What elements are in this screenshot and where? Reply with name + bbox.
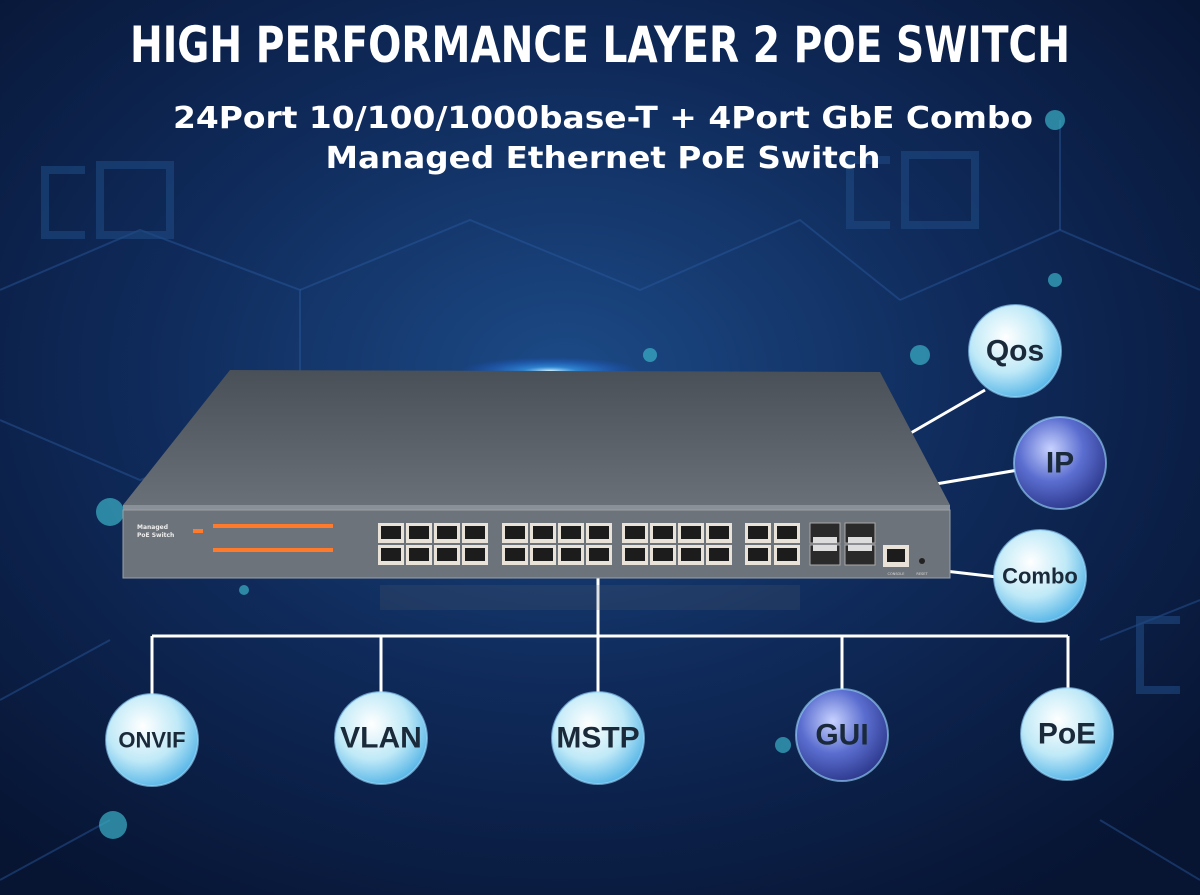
feature-bubble-mstp: MSTP	[551, 691, 645, 785]
device-label-line-1: Managed	[137, 524, 168, 531]
feature-label: GUI	[815, 719, 868, 752]
sfp-port[interactable]	[844, 544, 876, 566]
feature-bubble-poe: PoE	[1020, 687, 1114, 781]
reset-button[interactable]	[919, 558, 925, 564]
rj45-port[interactable]	[530, 523, 556, 543]
feature-bubble-gui: GUI	[795, 688, 889, 782]
rj45-port[interactable]	[745, 523, 771, 543]
switch-top-cover	[123, 370, 950, 505]
rj45-port[interactable]	[502, 545, 528, 565]
rj45-port[interactable]	[745, 545, 771, 565]
rj45-port[interactable]	[378, 545, 404, 565]
rj45-port[interactable]	[678, 523, 704, 543]
rj45-port[interactable]	[406, 523, 432, 543]
led-indicators	[193, 524, 333, 552]
feature-bubble-onvif: ONVIF	[105, 693, 199, 787]
feature-label: VLAN	[340, 722, 422, 755]
rj45-port[interactable]	[462, 545, 488, 565]
rj45-port[interactable]	[558, 523, 584, 543]
subtitle-line-1: 24Port 10/100/1000base-T + 4Port GbE Com…	[173, 101, 1033, 136]
network-nodes	[96, 110, 1065, 839]
subtitle-line-2: Managed Ethernet PoE Switch	[326, 141, 881, 176]
led-row	[213, 524, 333, 528]
rj45-port[interactable]	[530, 545, 556, 565]
rj45-port[interactable]	[558, 545, 584, 565]
feature-label: Combo	[1002, 564, 1078, 589]
feature-label: PoE	[1038, 718, 1096, 751]
rj45-port[interactable]	[434, 523, 460, 543]
rj45-port[interactable]	[406, 545, 432, 565]
rj45-port[interactable]	[774, 523, 800, 543]
sfp-port[interactable]	[809, 522, 841, 544]
rj45-port[interactable]	[622, 523, 648, 543]
rj45-port[interactable]	[622, 545, 648, 565]
feature-bubble-vlan: VLAN	[334, 691, 428, 785]
sys-led	[193, 529, 203, 533]
rj45-port[interactable]	[650, 523, 676, 543]
headline: HIGH PERFORMANCE LAYER 2 POE SWITCH	[130, 16, 1070, 74]
device-label-line-2: PoE Switch	[137, 532, 174, 539]
poe-switch-device: Managed PoE Switch CONSOLE RESET	[122, 370, 951, 610]
rj45-port[interactable]	[586, 523, 612, 543]
connector-lines	[150, 388, 1070, 697]
feature-label: IP	[1046, 447, 1074, 480]
rj45-port[interactable]	[774, 545, 800, 565]
reset-label: RESET	[916, 572, 928, 576]
led-row	[213, 548, 333, 552]
port-area	[378, 522, 909, 567]
feature-bubble-qos: Qos	[968, 304, 1062, 398]
sfp-port[interactable]	[809, 544, 841, 566]
rj45-port[interactable]	[706, 545, 732, 565]
rj45-port[interactable]	[678, 545, 704, 565]
feature-label: MSTP	[556, 722, 639, 755]
rj45-port[interactable]	[462, 523, 488, 543]
rj45-port[interactable]	[706, 523, 732, 543]
rj45-port[interactable]	[378, 523, 404, 543]
sfp-port[interactable]	[844, 522, 876, 544]
rj45-port[interactable]	[586, 545, 612, 565]
feature-bubble-combo: Combo	[993, 529, 1087, 623]
switch-front-panel	[122, 509, 951, 579]
reflection	[380, 585, 800, 610]
console-label: CONSOLE	[888, 572, 905, 576]
console-port[interactable]	[883, 545, 909, 567]
lock-watermark-icons	[41, 151, 1180, 694]
feature-label: ONVIF	[118, 728, 185, 753]
hexagon-pattern	[0, 120, 1200, 881]
feature-bubble-ip: IP	[1013, 416, 1107, 510]
feature-label: Qos	[986, 335, 1044, 368]
rj45-port[interactable]	[434, 545, 460, 565]
rj45-port[interactable]	[650, 545, 676, 565]
rj45-port[interactable]	[502, 523, 528, 543]
